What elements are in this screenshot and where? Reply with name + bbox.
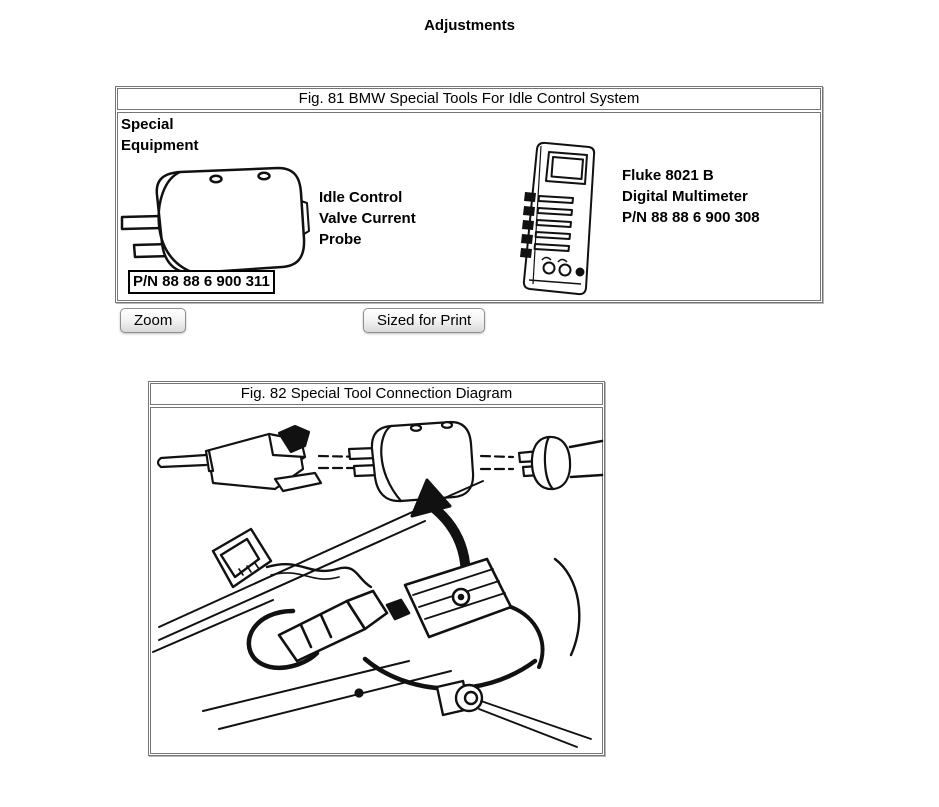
digital-multimeter-illustration [513, 140, 605, 300]
fig82-body [150, 407, 604, 754]
zoom-button[interactable]: Zoom [120, 308, 187, 333]
probe-part-number: P/N 88 88 6 900 311 [128, 270, 275, 294]
special-tool-connection-diagram-illustration [151, 409, 604, 752]
fig81-table: Fig. 81 BMW Special Tools For Idle Contr… [115, 86, 823, 303]
probe-label: Idle Control Valve Current Probe [319, 189, 416, 248]
fig81-caption: Fig. 81 BMW Special Tools For Idle Contr… [117, 88, 821, 110]
idle-control-valve-current-probe-illustration [118, 165, 318, 280]
multimeter-label: Fluke 8021 B Digital Multimeter P/N 88 8… [622, 167, 760, 226]
sized-for-print-button[interactable]: Sized for Print [363, 308, 486, 333]
fig82-caption: Fig. 82 Special Tool Connection Diagram [150, 383, 603, 405]
page-title: Adjustments [424, 17, 515, 34]
fig81-body: Special Equipment [117, 112, 821, 301]
special-equipment-label: Special Equipment [121, 116, 199, 154]
fig82-table: Fig. 82 Special Tool Connection Diagram [148, 381, 605, 756]
